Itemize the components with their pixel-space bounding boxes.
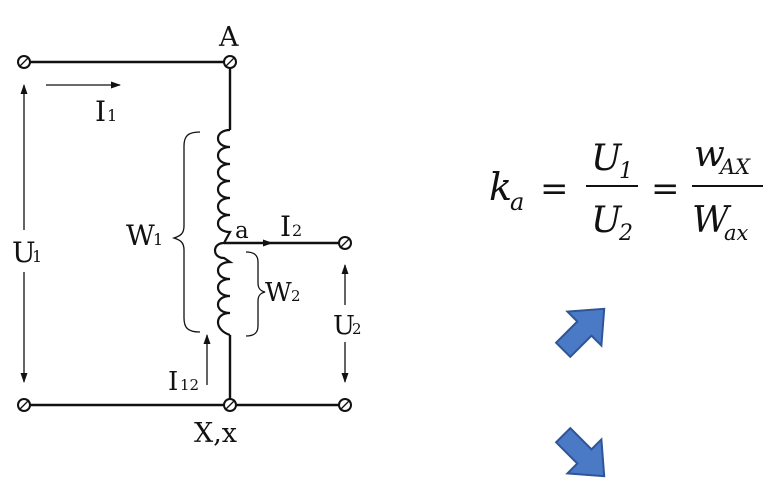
formula-denominator-1: U [591,200,623,241]
U2-label: U [333,311,355,341]
node-a-label: a [235,218,249,244]
W2-brace [245,251,266,337]
W2-subscript: 2 [291,287,301,305]
I12-subscript: 12 [180,376,199,394]
U2-subscript: 2 [352,320,362,338]
up-right-arrow-icon [554,307,606,359]
W2-label: W [265,278,292,308]
W1-label: W [126,219,155,252]
U1-subscript: 1 [32,247,42,266]
formula-denominator-1-subscript: 2 [618,221,633,246]
formula-k: k [489,165,512,209]
I12-label: I [168,367,178,397]
formula-equals-2: = [651,169,680,209]
node-Xx-label: X,x [194,418,237,449]
I2-label: I [280,210,291,243]
formula-numerator-2: w [694,134,725,175]
formula-numerator-2-subscript: AX [718,155,751,179]
formula-k-subscript: a [510,188,524,216]
down-right-arrow-icon [554,426,606,478]
W1-subscript: 1 [153,230,163,249]
formula-denominator-2-subscript: ax [724,221,749,245]
I2-subscript: 2 [292,221,302,240]
node-A-label: A [218,22,239,53]
terminals [17,55,352,412]
formula-numerator-1: U [591,138,623,179]
formula-equals-1: = [540,169,569,209]
ratio-formula: k a = U 1 U 2 = w AX W ax [489,134,763,246]
I1-subscript: 1 [107,106,117,125]
formula-numerator-1-subscript: 1 [619,159,633,184]
circuit-arrows [20,81,349,385]
U1-label: U [12,236,36,269]
I1-label: I [95,95,106,128]
W1-brace [171,131,201,333]
formula-denominator-2: W [692,200,732,241]
winding-coil [213,128,234,337]
